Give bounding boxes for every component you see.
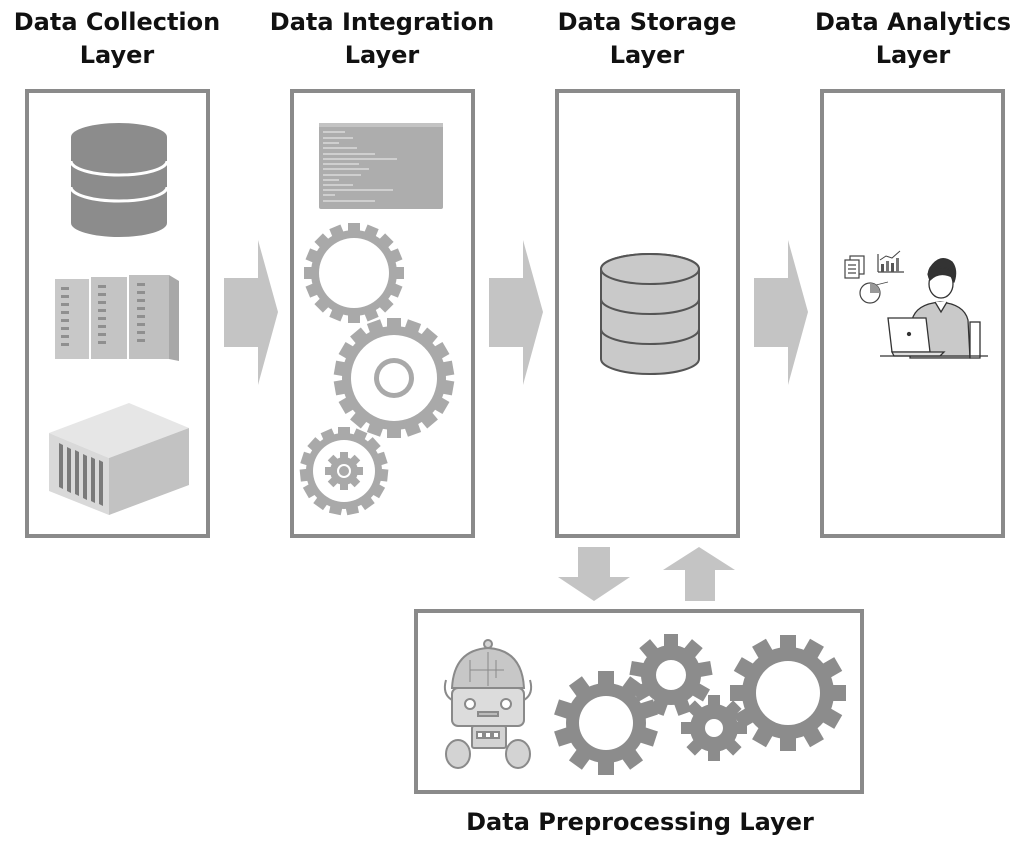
documents-icon [844, 255, 865, 279]
up-arrow-preprocessing-to-storage [663, 547, 735, 601]
right-arrow-integration-to-storage [489, 240, 543, 385]
database-icon [69, 123, 169, 237]
layer-title-storage: Data Storage Layer [517, 6, 777, 72]
title-line: Data Storage [557, 8, 737, 36]
layer-title-integration: Data Integration Layer [252, 6, 512, 72]
gears-icon [299, 223, 455, 516]
analyst-with-laptop-icon [844, 250, 988, 359]
title-line: Data Collection [13, 8, 221, 36]
data-analytics-layer-box [820, 89, 1005, 538]
right-arrow-storage-to-analytics [754, 240, 808, 385]
bar-chart-icon [877, 250, 904, 273]
layer-title-analytics: Data Analytics Layer [783, 6, 1024, 72]
data-preprocessing-layer-box [414, 609, 864, 794]
gears-icon [554, 634, 846, 775]
data-integration-layer-box [290, 89, 475, 538]
robot-icon [443, 639, 533, 769]
pie-chart-icon [859, 281, 889, 304]
title-line: Layer [79, 41, 155, 69]
data-collection-layer-box [25, 89, 210, 538]
title-line: Layer [344, 41, 420, 69]
laptop-icon [880, 317, 988, 357]
database-icon [600, 253, 700, 375]
right-arrow-collection-to-integration [224, 240, 278, 385]
code-window-icon [319, 123, 443, 209]
title-line: Data Integration [269, 8, 495, 36]
data-storage-layer-box [555, 89, 740, 538]
down-arrow-storage-to-preprocessing [558, 547, 630, 601]
title-line: Data Analytics [814, 8, 1012, 36]
title-line: Layer [875, 41, 951, 69]
storage-unit-icon [49, 403, 189, 515]
server-racks-icon [55, 275, 179, 361]
layer-title-collection: Data Collection Layer [0, 6, 247, 72]
preprocessing-layer-title: Data Preprocessing Layer [466, 808, 814, 836]
title-line: Layer [609, 41, 685, 69]
